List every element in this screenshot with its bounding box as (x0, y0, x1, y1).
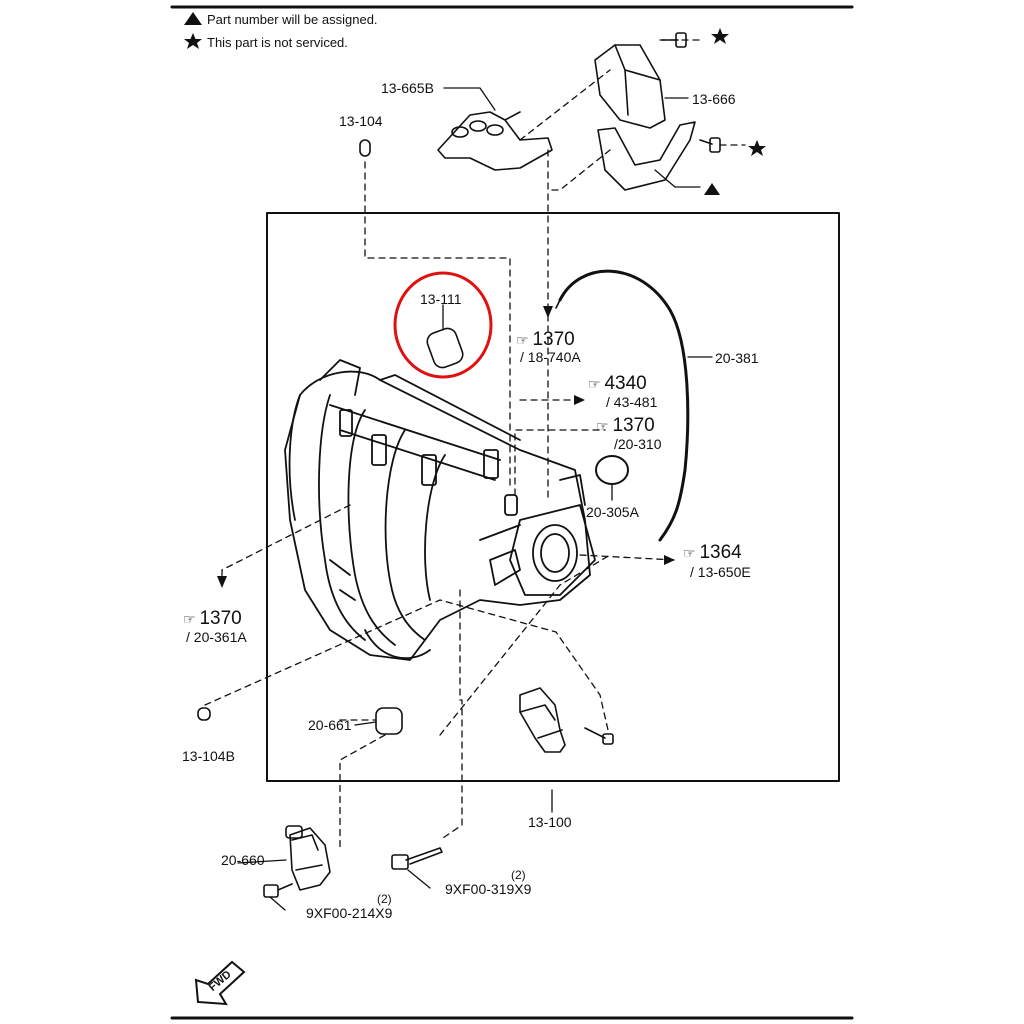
label-20-381: 20-381 (715, 350, 759, 366)
triangle-symbol (184, 12, 202, 25)
intake-manifold-drawing (284, 359, 596, 661)
bolt-319x9-qty: (2) (511, 868, 526, 882)
bolt-214x9-qty: (2) (377, 892, 392, 906)
highlight-circle (393, 271, 493, 379)
label-20-660: 20-660 (221, 852, 265, 868)
screw-sensor-drawing (584, 727, 614, 745)
ref-sub: /20-310 (614, 436, 662, 452)
sensor-drawing (519, 687, 566, 753)
ref-18-740a: ☞ 1370 (516, 330, 575, 349)
assembly-box (266, 212, 840, 782)
hose-20-381-drawing (558, 269, 690, 542)
label-13-104: 13-104 (339, 113, 383, 129)
label-13-665b: 13-665B (381, 80, 434, 96)
gasket-20-661-drawing (375, 707, 403, 735)
label-20-305a: 20-305A (586, 504, 639, 520)
pointing-hand-icon: ☞ (588, 376, 601, 392)
legend-symbols (184, 12, 766, 195)
dashed-leader-lines (204, 39, 746, 851)
grommet-13-104-drawing (359, 139, 371, 157)
bolt-214x9-code: 9XF00-214X9 (306, 905, 393, 921)
bolt-319x9-drawing (391, 847, 443, 870)
pointing-hand-icon: ☞ (516, 332, 529, 348)
legend-triangle-text: Part number will be assigned. (207, 12, 378, 27)
gasket-13-111-drawing (426, 327, 464, 369)
bracket-13-665b-drawing (437, 111, 553, 171)
ref-20-310: ☞ 1370 (596, 416, 655, 435)
triangle-marker (704, 183, 720, 195)
bolt-214x9-drawing (263, 883, 293, 898)
fwd-arrow-icon (194, 960, 246, 1006)
ref-43-481: ☞ 4340 (588, 374, 647, 393)
cover-13-666-drawing (594, 44, 666, 129)
ref-number: 4340 (604, 373, 647, 394)
ref-sub: / 18-740A (520, 349, 581, 365)
grommet-13-104b-drawing (197, 707, 211, 721)
star-marker-middle (748, 140, 766, 156)
star-marker-top (711, 28, 729, 44)
o-ring-20-305a-drawing (595, 455, 629, 485)
label-13-104b: 13-104B (182, 748, 235, 764)
ref-number: 1364 (699, 542, 742, 563)
bolt-middle-drawing (699, 137, 721, 153)
ref-number: 1370 (612, 415, 655, 436)
ref-number: 1370 (532, 329, 575, 350)
bolt-319x9-code: 9XF00-319X9 (445, 881, 532, 897)
ref-20-361a: ☞ 1370 (183, 609, 242, 628)
bolt-top-drawing (661, 32, 687, 48)
label-13-111: 13-111 (420, 291, 462, 307)
pointing-hand-icon: ☞ (183, 611, 196, 627)
bracket-triangle-part-drawing (597, 121, 696, 191)
label-13-100: 13-100 (528, 814, 572, 830)
valve-20-660-drawing (285, 825, 331, 891)
label-13-666: 13-666 (692, 91, 736, 107)
ref-sub: / 13-650E (690, 564, 751, 580)
label-leader-lines (237, 87, 713, 864)
star-symbol (184, 33, 202, 49)
ref-13-650e: ☞ 1364 (683, 543, 742, 562)
label-20-661: 20-661 (308, 717, 352, 733)
legend-star-text: This part is not serviced. (207, 35, 348, 50)
pointing-hand-icon: ☞ (683, 545, 696, 561)
ref-sub: / 43-481 (606, 394, 658, 410)
pointing-hand-icon: ☞ (596, 418, 609, 434)
ref-number: 1370 (199, 608, 242, 629)
ref-sub: / 20-361A (186, 629, 247, 645)
